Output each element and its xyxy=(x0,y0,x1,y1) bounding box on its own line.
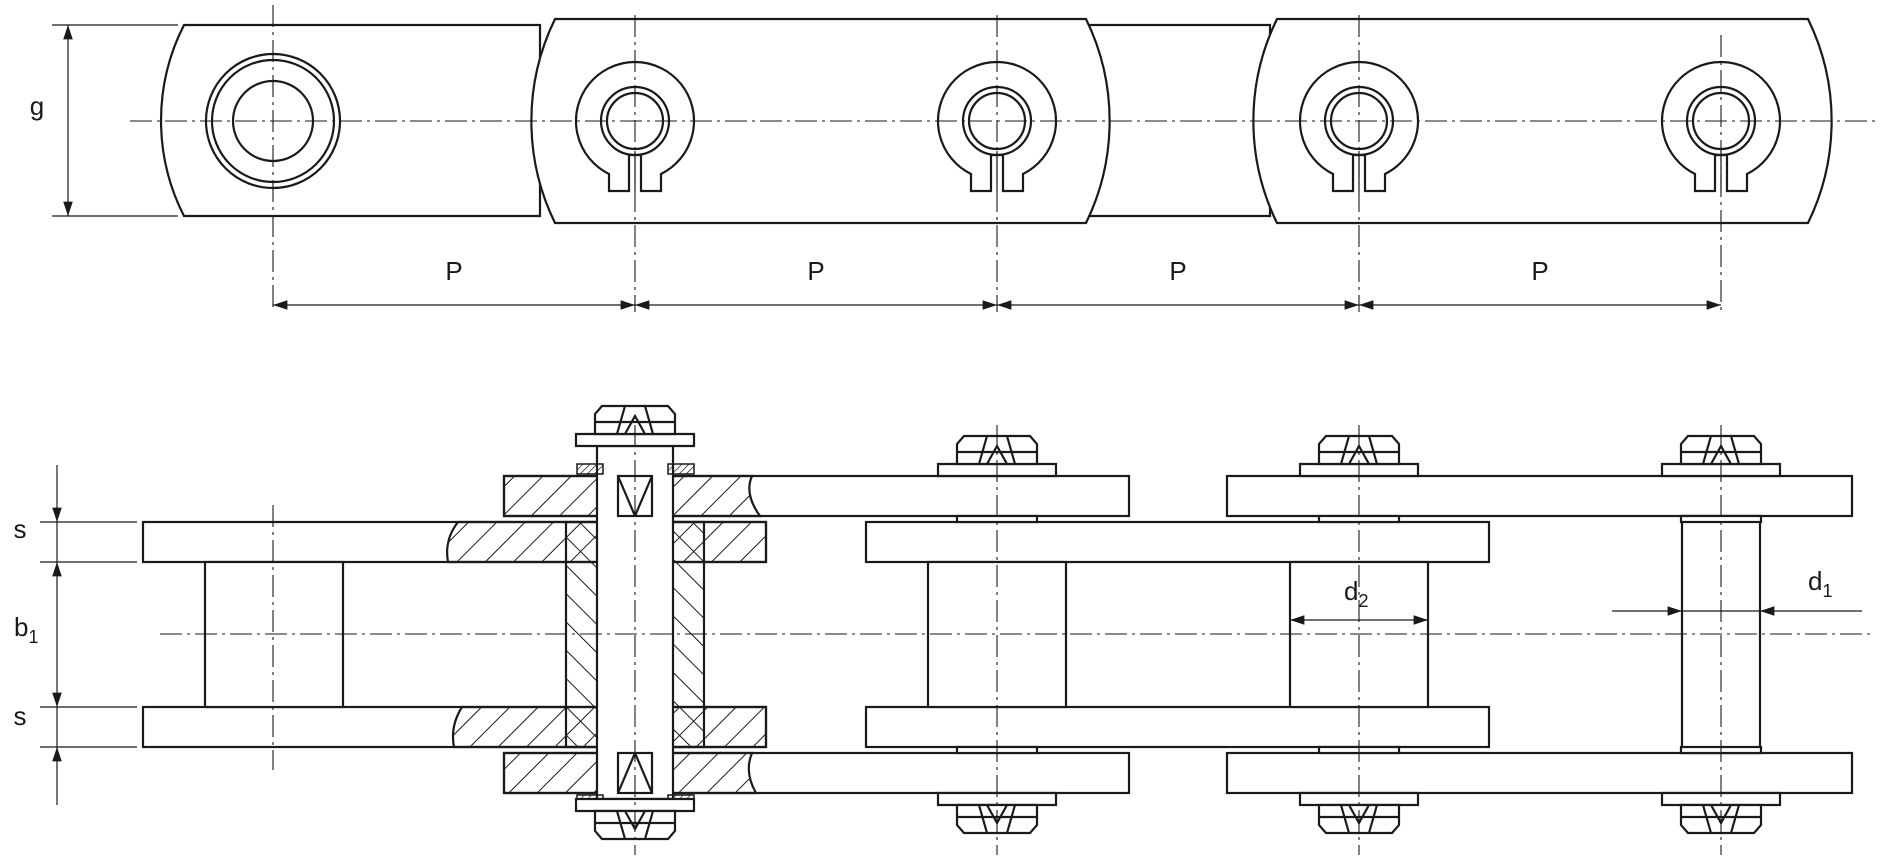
pin-head xyxy=(1660,791,1782,835)
pitch-label: P xyxy=(445,256,462,286)
pin-diameter-label: d1 xyxy=(1808,566,1832,601)
pitch-label: P xyxy=(1531,256,1548,286)
inner-width-label: b1 xyxy=(14,612,38,647)
outer-plate xyxy=(1225,474,1854,518)
roller-diameter-label: d2 xyxy=(1344,576,1368,611)
height-label: g xyxy=(30,91,44,121)
inner-plate xyxy=(864,705,1491,749)
section-view: s s b1 d2 d1 xyxy=(14,404,1870,855)
pitch-label: P xyxy=(807,256,824,286)
pin-head xyxy=(574,404,696,448)
outer-link-plate xyxy=(530,17,1111,225)
thickness-label: s xyxy=(14,701,27,731)
pitch-label: P xyxy=(1169,256,1186,286)
pin-head xyxy=(1298,434,1420,478)
thickness-label: s xyxy=(14,514,27,544)
sectioned-joint xyxy=(446,444,768,806)
pin-head xyxy=(1660,434,1782,478)
inner-plate xyxy=(864,520,1491,564)
outer-plate xyxy=(1225,751,1854,795)
top-view: g P P P P xyxy=(30,5,1880,312)
